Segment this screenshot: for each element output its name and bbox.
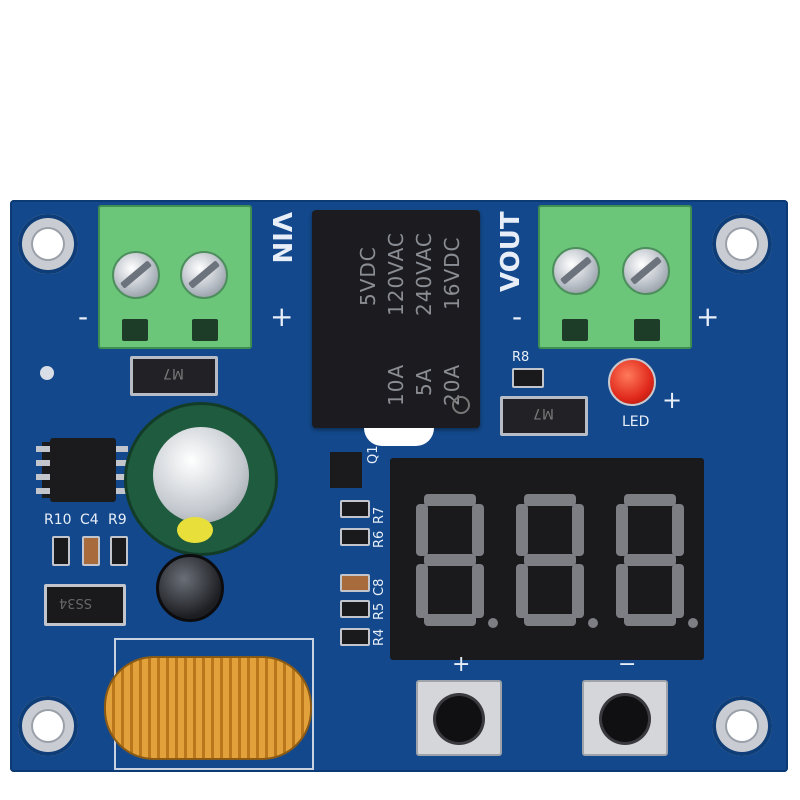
resistor-r4	[340, 628, 370, 646]
mounting-hole	[712, 696, 772, 756]
mounting-hole	[712, 214, 772, 274]
schottky-diode: SS34	[44, 584, 126, 626]
resistor-r10	[52, 536, 70, 566]
r4-label: R4	[372, 628, 387, 646]
relay: 5VDC 120VAC 240VAC 16VDC 10A 5A 20A	[312, 210, 480, 428]
relay-spec: 16VDC	[440, 236, 464, 311]
increase-button[interactable]	[416, 680, 502, 756]
diode: M7	[500, 396, 588, 436]
r10-label: R10	[44, 512, 72, 528]
mounting-hole	[18, 696, 78, 756]
resistor-r8	[512, 368, 544, 388]
vin-terminal-block	[98, 205, 252, 349]
led-plus-label: +	[662, 386, 683, 414]
vout-minus-label: -	[512, 300, 523, 333]
r8-label: R8	[512, 350, 530, 365]
led-label: LED	[622, 414, 650, 430]
relay-spec: 5VDC	[356, 246, 380, 306]
capacitor-c4	[82, 536, 100, 566]
small-capacitor	[156, 554, 224, 622]
resistor-r6	[340, 528, 370, 546]
vout-plus-label: +	[696, 300, 720, 333]
wire-slot	[192, 319, 218, 341]
relay-pin1-mark	[452, 396, 470, 414]
vin-label: VIN	[266, 212, 296, 264]
r7-label: R7	[372, 506, 387, 524]
relay-spec: 5A	[412, 367, 436, 396]
r9-label: R9	[108, 512, 127, 528]
screw-icon	[552, 247, 600, 295]
led	[608, 358, 656, 406]
electrolytic-capacitor	[124, 402, 278, 556]
relay-spec: 240VAC	[412, 232, 436, 316]
ic-chip	[50, 438, 116, 502]
toroid-inductor	[104, 656, 312, 760]
wire-slot	[122, 319, 148, 341]
ic-pins	[36, 446, 50, 496]
wire-slot	[562, 319, 588, 341]
vout-terminal-block	[538, 205, 692, 349]
resistor-r9	[110, 536, 128, 566]
resistor-r7	[340, 500, 370, 518]
r6-label: R6	[372, 530, 387, 548]
transistor-q1	[330, 452, 362, 488]
board-cutout	[364, 428, 434, 446]
c4-label: C4	[80, 512, 99, 528]
relay-spec: 10A	[384, 363, 408, 406]
vin-plus-label: +	[270, 300, 294, 333]
btn-minus-label: −	[618, 652, 637, 677]
wire-slot	[634, 319, 660, 341]
screw-icon	[180, 251, 228, 299]
btn-plus-label: +	[452, 652, 471, 677]
resistor-r5	[340, 600, 370, 618]
relay-spec: 120VAC	[384, 232, 408, 316]
vout-label: VOUT	[496, 211, 526, 292]
mounting-hole	[18, 214, 78, 274]
fiducial-mark	[40, 366, 54, 380]
diode: M7	[130, 356, 218, 396]
vin-minus-label: -	[78, 300, 89, 333]
capacitor-c8	[340, 574, 370, 592]
screw-icon	[112, 251, 160, 299]
c8-label: C8	[372, 578, 387, 596]
seven-segment-display	[390, 458, 704, 660]
q1-label: Q1	[366, 445, 381, 464]
r5-label: R5	[372, 602, 387, 620]
decrease-button[interactable]	[582, 680, 668, 756]
screw-icon	[622, 247, 670, 295]
